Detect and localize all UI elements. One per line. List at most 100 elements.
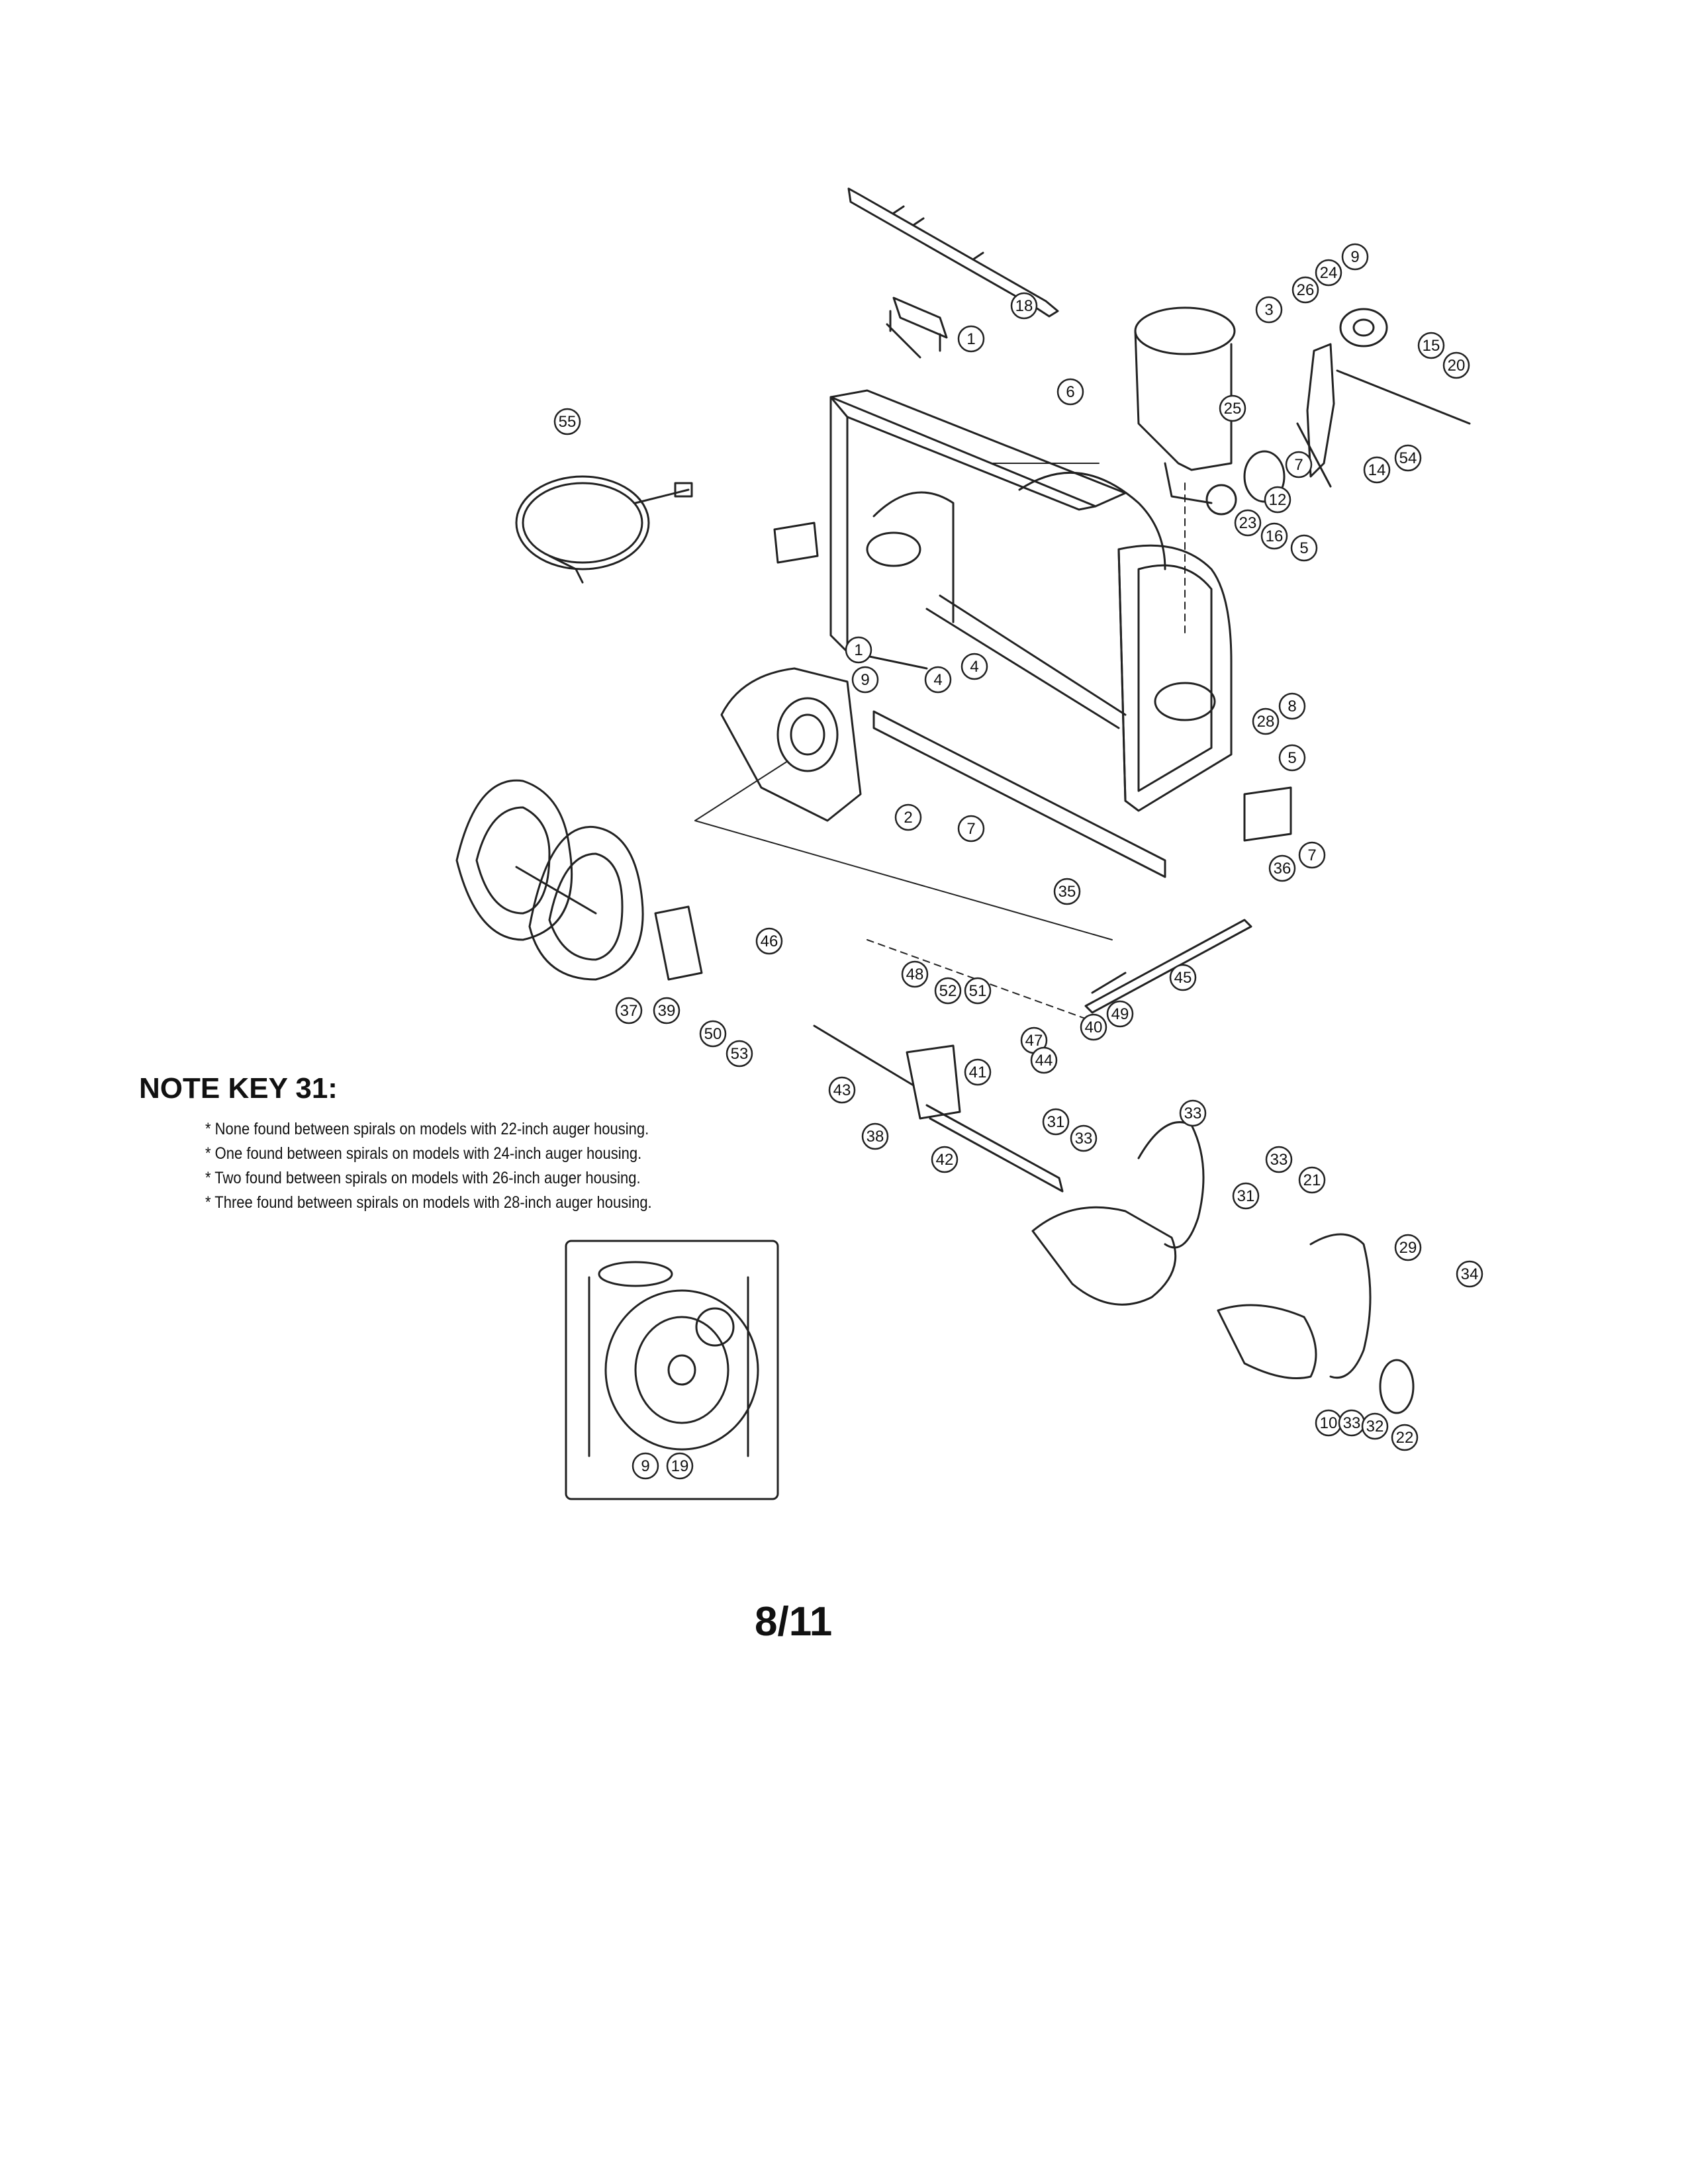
leader-lines xyxy=(694,463,1113,940)
callout-circle xyxy=(632,1452,659,1480)
callout-number: 33 xyxy=(1270,1151,1288,1169)
note-line: * One found between spirals on models wi… xyxy=(205,1144,642,1163)
callout-number: 23 xyxy=(1239,514,1257,532)
callout-circle xyxy=(961,653,988,680)
inset-detail-box xyxy=(565,1240,779,1500)
callout-circle xyxy=(894,803,922,831)
note-line: * None found between spirals on models w… xyxy=(205,1120,649,1138)
worm-shaft xyxy=(1084,919,1252,1014)
callout-number: 33 xyxy=(1184,1105,1202,1122)
callout-number: 14 xyxy=(1368,461,1386,479)
left-auger-spirals xyxy=(455,779,644,981)
note-line: * Two found between spirals on models wi… xyxy=(205,1169,641,1187)
callout-number: 45 xyxy=(1174,969,1192,987)
callout-number: 7 xyxy=(1294,456,1303,474)
callout-circle xyxy=(1080,1013,1107,1041)
gearbox-half xyxy=(720,667,862,822)
callout-number: 21 xyxy=(1303,1171,1321,1189)
callout-circle xyxy=(1363,456,1391,484)
callout-number: 43 xyxy=(833,1081,851,1099)
callout-circle xyxy=(1260,522,1288,550)
bracket-part xyxy=(886,296,948,359)
callout-number: 5 xyxy=(1288,749,1296,767)
callout-number: 9 xyxy=(861,671,869,689)
note-title: NOTE KEY 31: xyxy=(139,1072,338,1105)
callout-circle xyxy=(828,1076,856,1104)
callout-number: 36 xyxy=(1274,860,1291,878)
callout-number: 22 xyxy=(1396,1429,1414,1447)
callout-number: 41 xyxy=(969,1064,987,1081)
callout-number: 26 xyxy=(1297,281,1315,299)
callout-number: 8 xyxy=(1288,698,1296,715)
callout-number: 7 xyxy=(966,820,975,838)
callout-circle xyxy=(931,1146,959,1173)
right-auger-spirals xyxy=(1031,1121,1415,1414)
callout-number: 20 xyxy=(1448,357,1466,375)
callout-circle xyxy=(726,1040,753,1068)
callout-number: 55 xyxy=(559,413,577,431)
callout-circle xyxy=(1285,451,1313,478)
callout-circle xyxy=(666,1452,694,1480)
callout-number: 54 xyxy=(1399,449,1417,467)
callout-circle xyxy=(1056,378,1084,406)
callout-number: 15 xyxy=(1423,337,1440,355)
power-cord xyxy=(515,475,693,584)
callout-circle xyxy=(934,977,962,1005)
callout-circle xyxy=(924,666,952,694)
callout-circle xyxy=(1298,1166,1326,1194)
callout-number: 49 xyxy=(1111,1005,1129,1023)
callout-number: 9 xyxy=(641,1457,649,1475)
callout-number: 29 xyxy=(1399,1239,1417,1257)
skid-plate-right xyxy=(1243,786,1292,842)
callout-circle xyxy=(964,977,992,1005)
callout-number: 12 xyxy=(1269,491,1287,509)
callout-circle xyxy=(1394,1234,1422,1261)
callout-number: 2 xyxy=(904,809,912,827)
callout-circle xyxy=(1234,509,1262,537)
callout-circle xyxy=(1255,296,1283,324)
note-line: * Three found between spirals on models … xyxy=(205,1193,652,1212)
callout-circle xyxy=(615,997,643,1024)
callout-number: 3 xyxy=(1264,301,1273,319)
callout-number: 50 xyxy=(704,1025,722,1043)
callout-number: 4 xyxy=(933,671,942,689)
callout-number: 40 xyxy=(1085,1019,1103,1036)
callout-number: 16 xyxy=(1266,527,1284,545)
gearbox-right-half xyxy=(654,905,1064,1193)
callout-number: 31 xyxy=(1237,1187,1255,1205)
callout-circle xyxy=(1278,744,1306,772)
callout-number: 6 xyxy=(1066,383,1074,401)
callout-circle xyxy=(1179,1099,1207,1127)
callout-circle xyxy=(699,1020,727,1048)
callout-circle xyxy=(1361,1412,1389,1440)
callout-number: 47 xyxy=(1025,1032,1043,1050)
callout-circle xyxy=(1169,964,1197,991)
scraper-bar xyxy=(872,710,1166,878)
callout-circle xyxy=(1268,854,1296,882)
callout-number: 33 xyxy=(1343,1414,1361,1432)
callout-number: 9 xyxy=(1350,248,1359,266)
callout-number: 46 xyxy=(761,933,778,950)
callout-circle xyxy=(1315,259,1342,287)
callout-circle xyxy=(1442,351,1470,379)
page-number: 8/11 xyxy=(755,1599,833,1645)
note-block: NOTE KEY 31: * None found between spiral… xyxy=(139,1072,801,1218)
callout-circle xyxy=(1030,1046,1058,1074)
callout-circle xyxy=(1394,444,1422,472)
callout-circle xyxy=(1106,1000,1134,1028)
callout-number: 18 xyxy=(1015,297,1033,315)
callout-number: 7 xyxy=(1307,846,1316,864)
callout-number: 28 xyxy=(1257,713,1275,731)
callout-number: 53 xyxy=(731,1045,749,1063)
callout-circle xyxy=(1252,707,1280,735)
callout-number: 37 xyxy=(620,1002,638,1020)
callout-number: 5 xyxy=(1299,539,1308,557)
shaft-part xyxy=(847,187,1059,318)
callout-number: 52 xyxy=(939,982,957,1000)
callout-circle xyxy=(1042,1108,1070,1136)
callout-circle xyxy=(1417,332,1445,359)
callout-number: 39 xyxy=(658,1002,676,1020)
callout-number: 32 xyxy=(1366,1418,1384,1435)
